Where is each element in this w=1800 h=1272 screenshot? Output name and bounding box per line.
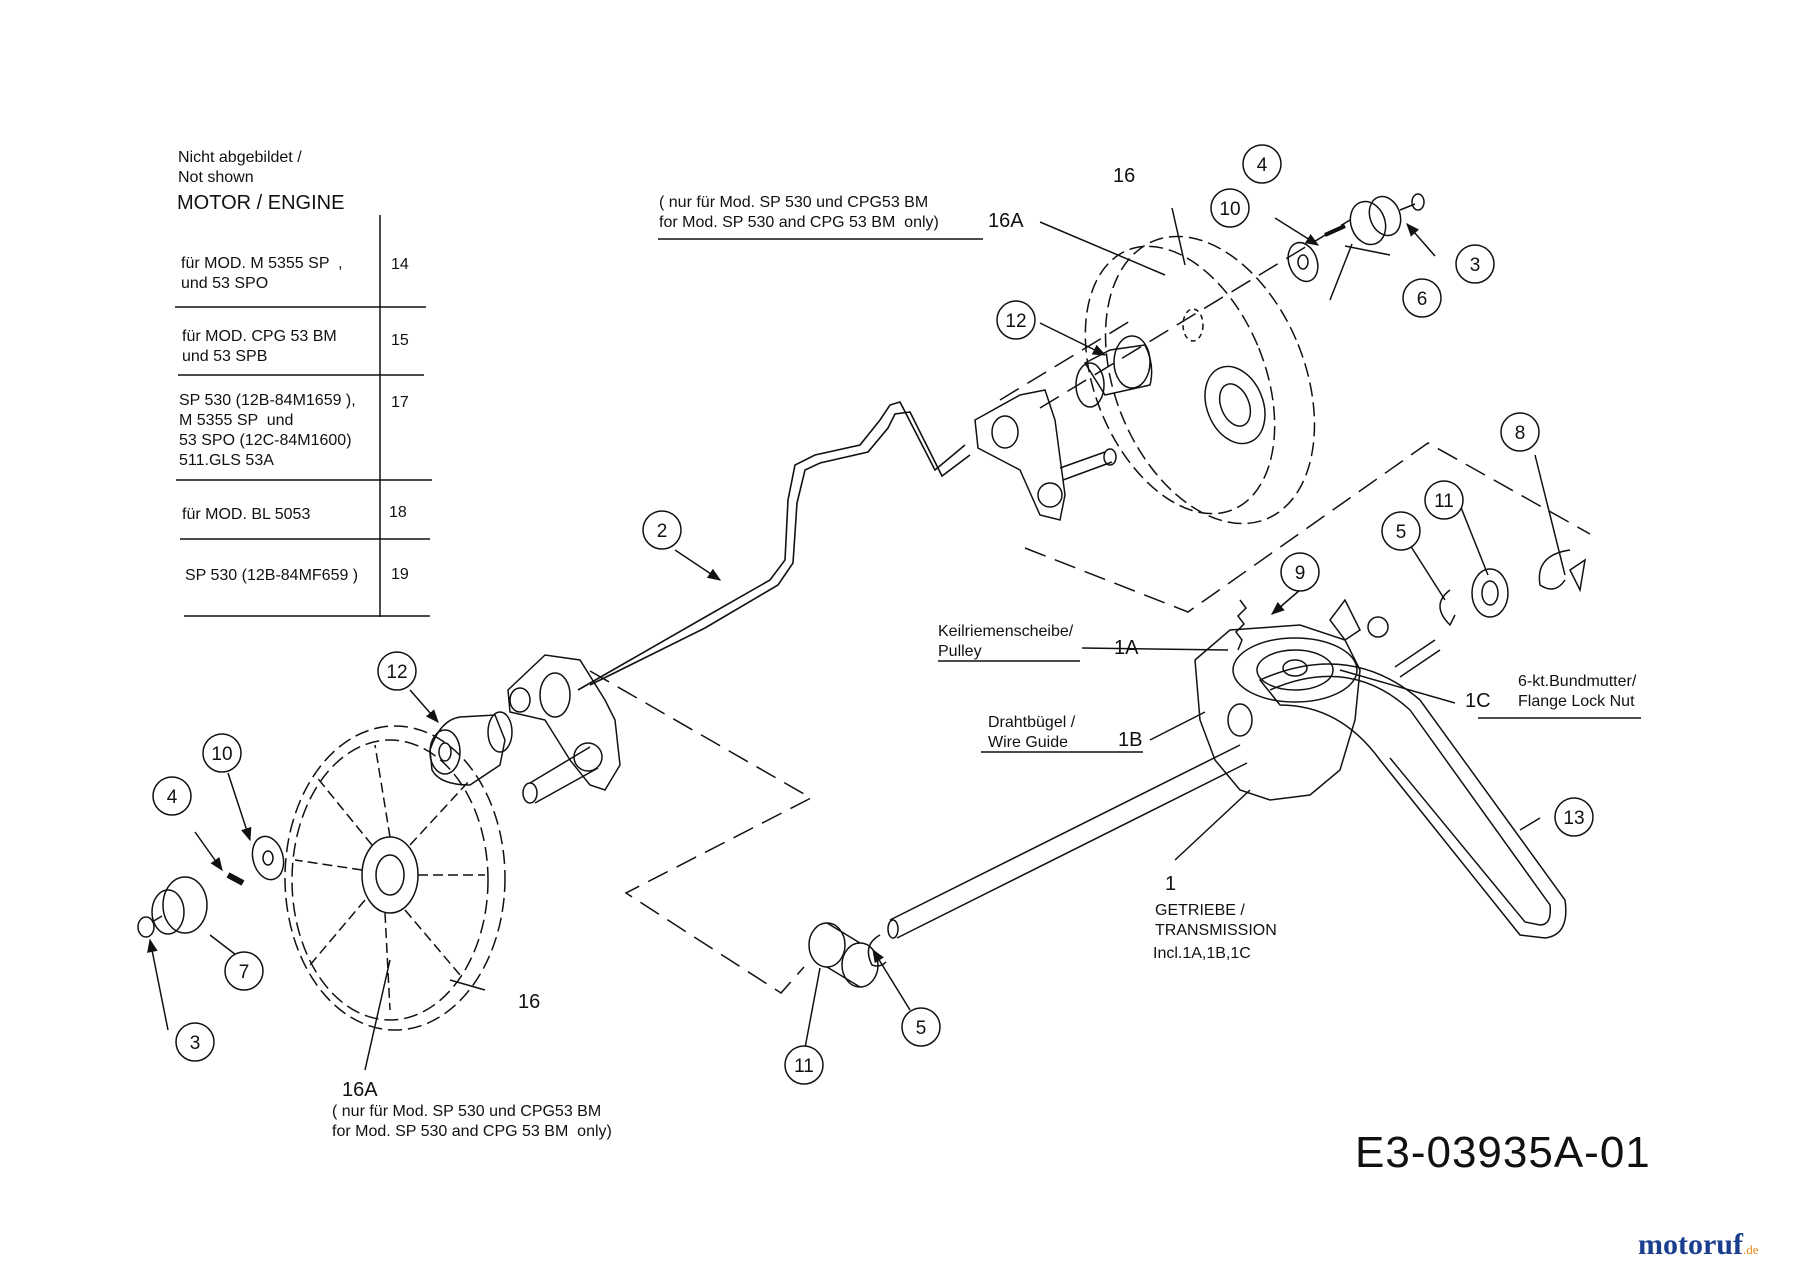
callout-circle	[901, 1007, 941, 1047]
callout-number: 10	[211, 744, 232, 765]
table-row-14-text: für MOD. M 5355 SP , und 53 SPO	[181, 255, 343, 292]
engine-label: MOTOR / ENGINE	[177, 192, 345, 214]
callout-number: 11	[1434, 491, 1454, 512]
table-row-18-text: für MOD. BL 5053	[182, 506, 311, 523]
callout-number: 7	[239, 962, 250, 983]
table-row-15-num: 15	[391, 332, 409, 349]
callout-number: 9	[1295, 563, 1306, 584]
callout-circle	[996, 300, 1036, 340]
drawing-code: E3-03935A-01	[1355, 1128, 1651, 1177]
part-label-16-top: 16	[1113, 165, 1136, 187]
callout-circle	[1381, 511, 1421, 551]
part-label-16-bottom: 16	[518, 991, 541, 1013]
callout-c10t: 10	[1210, 188, 1250, 228]
callout-circle	[1210, 188, 1250, 228]
part-label-1b: 1B	[1118, 729, 1143, 751]
callout-number: 6	[1417, 289, 1428, 310]
part-label-16a-top: 16A	[988, 210, 1024, 232]
table-row-19-num: 19	[391, 566, 409, 583]
watermark-logo: motoruf.de	[1638, 1228, 1759, 1262]
transmission-body	[1194, 598, 1389, 801]
watermark-suffix: .de	[1742, 1242, 1759, 1257]
wire-guide-note: Drahtbügel / Wire Guide	[988, 714, 1076, 751]
callout-circle	[1242, 144, 1282, 184]
model-note-top: ( nur für Mod. SP 530 und CPG53 BM for M…	[659, 194, 939, 231]
callout-circle	[202, 733, 242, 773]
callout-number: 4	[1257, 155, 1268, 176]
transmission-note: GETRIEBE / TRANSMISSION	[1155, 902, 1277, 939]
part-label-16a-bottom: 16A	[342, 1079, 378, 1101]
callout-number: 3	[1470, 255, 1481, 276]
not-shown-label-en: Not shown	[178, 169, 254, 186]
arrow-leaders	[147, 217, 1436, 1031]
callout-c4b: 4	[152, 776, 192, 816]
callout-c6: 6	[1402, 278, 1442, 318]
callout-c10b: 10	[202, 733, 242, 773]
callout-c3b: 3	[175, 1022, 215, 1062]
callout-number: 5	[916, 1018, 927, 1039]
callout-c12b: 12	[377, 651, 417, 691]
table-row-17-num: 17	[391, 394, 409, 411]
callout-c2: 2	[642, 510, 682, 550]
callout-c9: 9	[1280, 552, 1320, 592]
callout-circle	[377, 651, 417, 691]
pulley-note: Keilriemenscheibe/ Pulley	[938, 623, 1074, 660]
leader-lines	[364, 207, 1566, 1071]
not-shown-label-de: Nicht abgebildet /	[178, 149, 302, 166]
callout-c3t: 3	[1455, 244, 1495, 284]
callout-circle	[152, 776, 192, 816]
model-note-bottom: ( nur für Mod. SP 530 und CPG53 BM for M…	[332, 1103, 612, 1140]
callout-circle	[1402, 278, 1442, 318]
watermark-main: motoruf	[1638, 1228, 1743, 1261]
callout-circle	[1455, 244, 1495, 284]
callout-number: 11	[794, 1056, 814, 1077]
callout-c7: 7	[224, 951, 264, 991]
part-label-1: 1	[1165, 873, 1177, 895]
callout-circle	[224, 951, 264, 991]
table-rules	[175, 215, 432, 617]
callout-number: 12	[386, 662, 407, 683]
callout-number: 12	[1005, 311, 1026, 332]
callout-number: 3	[190, 1033, 201, 1054]
callout-number: 8	[1515, 423, 1526, 444]
callout-c5b: 5	[901, 1007, 941, 1047]
callout-circle	[784, 1045, 824, 1085]
table-row-17-text: SP 530 (12B-84M1659 ), M 5355 SP und 53 …	[179, 392, 356, 469]
callout-c12t: 12	[996, 300, 1036, 340]
callout-c8: 8	[1500, 412, 1540, 452]
table-row-18-num: 18	[389, 504, 407, 521]
callout-circle	[1500, 412, 1540, 452]
callout-circle	[1424, 480, 1464, 520]
table-row-14-num: 14	[391, 256, 409, 273]
callout-number: 5	[1396, 522, 1407, 543]
callout-c4t: 4	[1242, 144, 1282, 184]
callout-c11b: 11	[784, 1045, 824, 1085]
callout-number: 2	[657, 521, 668, 542]
callout-circle	[1280, 552, 1320, 592]
table-row-15-text: für MOD. CPG 53 BM und 53 SPB	[182, 328, 337, 365]
table-row-19-text: SP 530 (12B-84MF659 )	[185, 567, 359, 584]
assembly-dashed-lines	[589, 219, 1591, 994]
callout-c13: 13	[1554, 797, 1594, 837]
callout-number: 10	[1219, 199, 1240, 220]
callout-c11t: 11	[1424, 480, 1464, 520]
flange-nut-note: 6-kt.Bundmutter/ Flange Lock Nut	[1518, 673, 1637, 710]
callout-circle	[175, 1022, 215, 1062]
top-wheel	[1084, 235, 1316, 525]
transmission-incl-note: Incl.1A,1B,1C	[1153, 945, 1251, 962]
callout-c5t: 5	[1381, 511, 1421, 551]
part-label-1c: 1C	[1465, 690, 1491, 712]
bottom-wheel	[284, 725, 506, 1031]
drive-shaft	[577, 401, 971, 691]
callout-circle	[642, 510, 682, 550]
callout-number: 13	[1563, 808, 1584, 829]
callout-number: 4	[167, 787, 178, 808]
callout-circle	[1554, 797, 1594, 837]
